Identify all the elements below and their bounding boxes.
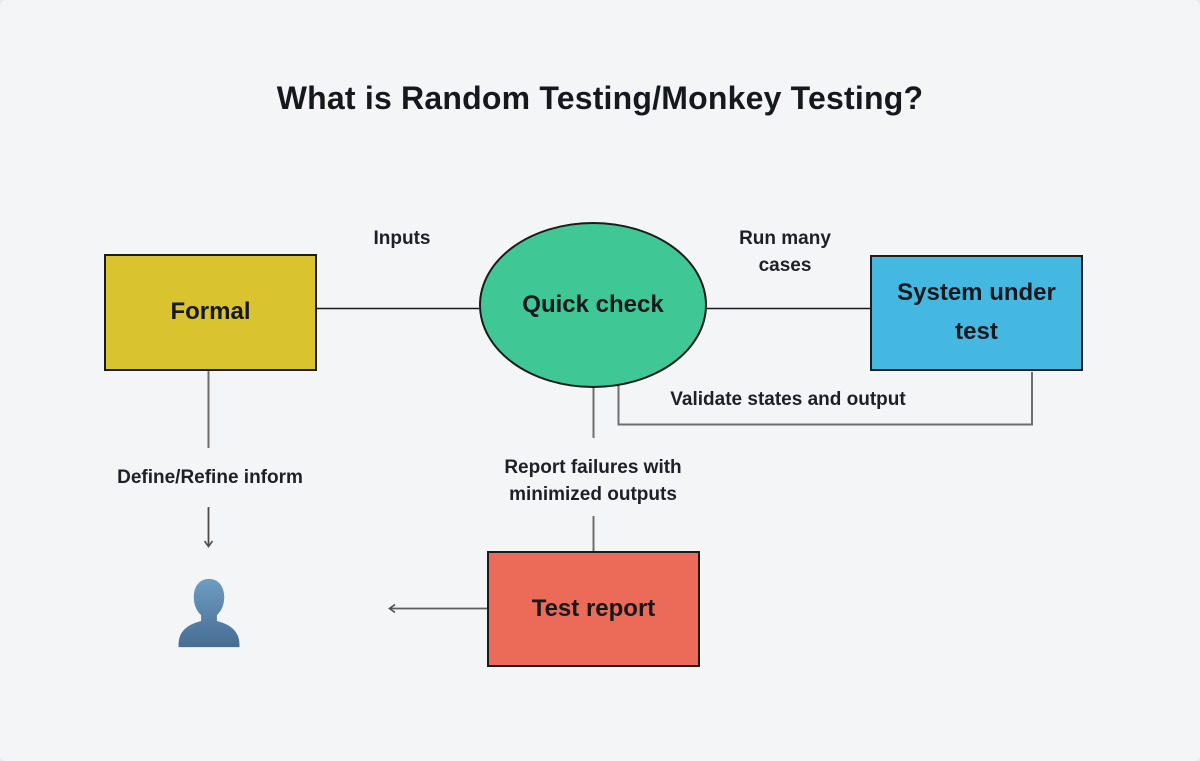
edge-label-define-refine: Define/Refine inform xyxy=(117,467,303,488)
node-formal: Formal xyxy=(104,254,317,371)
node-quick-check-label: Quick check xyxy=(522,290,664,318)
node-system-under-test-label: System under test xyxy=(897,279,1056,345)
edge-label-validate-states: Validate states and output xyxy=(670,389,906,410)
edge-label-report-failures: Report failures with minimized outputs xyxy=(504,457,682,505)
page-title: What is Random Testing/Monkey Testing? xyxy=(276,80,924,116)
node-system-under-test: System under test xyxy=(870,255,1083,371)
user-silhouette-icon xyxy=(178,578,240,648)
node-test-report: Test report xyxy=(487,551,700,667)
node-quick-check: Quick check xyxy=(479,222,707,388)
node-formal-label: Formal xyxy=(170,298,251,326)
edge-label-run-many-cases: Run many cases xyxy=(739,228,831,276)
node-test-report-label: Test report xyxy=(531,594,656,622)
edge-label-inputs: Inputs xyxy=(373,228,431,249)
